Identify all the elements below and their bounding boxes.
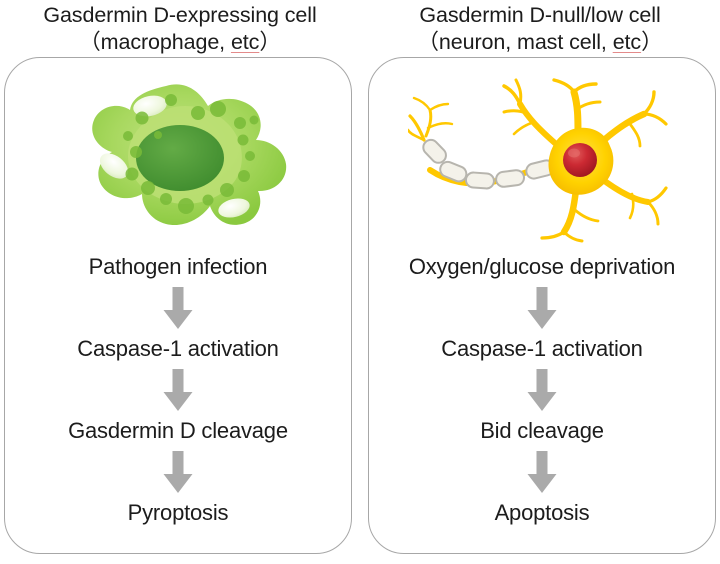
neuron-nucleus xyxy=(563,143,597,177)
panel-gasdermin-d-expressing: Pathogen infection Caspase-1 activation … xyxy=(4,57,352,554)
column-header-right-line2-open: （neuron, mast cell, xyxy=(417,30,613,54)
flow-arrow xyxy=(163,362,193,418)
down-arrow-icon xyxy=(163,451,193,493)
flow-step: Caspase-1 activation xyxy=(441,336,643,361)
down-arrow-icon xyxy=(527,451,557,493)
column-header-right-line2-close: ） xyxy=(641,30,663,54)
macrophage-cell-icon xyxy=(92,84,287,226)
flow-right: Oxygen/glucose deprivation Caspase-1 act… xyxy=(369,254,715,526)
down-arrow-icon xyxy=(163,369,193,411)
column-header-left-line2: （macrophage, etc） xyxy=(0,29,360,56)
flow-arrow xyxy=(163,280,193,336)
flow-step: Bid cleavage xyxy=(480,418,604,443)
panel-gasdermin-d-null-low: Oxygen/glucose deprivation Caspase-1 act… xyxy=(368,57,716,554)
down-arrow-icon xyxy=(527,369,557,411)
neuron-nucleus-highlight xyxy=(568,148,580,158)
flow-step: Pathogen infection xyxy=(88,254,268,279)
macrophage-granules xyxy=(123,94,259,214)
flow-step: Gasdermin D cleavage xyxy=(68,418,288,443)
column-header-right-line2: （neuron, mast cell, etc） xyxy=(360,29,720,56)
neuron-axon-myelin xyxy=(408,96,557,190)
flow-arrow xyxy=(163,444,193,500)
flow-left: Pathogen infection Caspase-1 activation … xyxy=(5,254,351,526)
down-arrow-icon xyxy=(527,287,557,329)
column-header-left-line2-open: （macrophage, xyxy=(79,30,231,54)
neuron-dendrites xyxy=(502,78,668,243)
neuron-cell-icon xyxy=(408,78,668,243)
macrophage-nucleus xyxy=(136,125,224,191)
flow-step: Apoptosis xyxy=(494,500,590,525)
column-header-left-etc: etc xyxy=(230,30,260,54)
column-header-right: Gasdermin D-null/low cell （neuron, mast … xyxy=(360,0,720,56)
flow-arrow xyxy=(527,362,557,418)
macrophage-illustration xyxy=(5,78,351,250)
flow-step: Pyroptosis xyxy=(127,500,229,525)
flow-step: Caspase-1 activation xyxy=(77,336,279,361)
column-header-right-etc: etc xyxy=(612,30,642,54)
macrophage-vacuole xyxy=(133,95,167,117)
column-header-left-line1: Gasdermin D-expressing cell xyxy=(43,3,317,27)
neuron-illustration xyxy=(369,78,715,250)
flow-arrow xyxy=(527,444,557,500)
column-header-right-line1: Gasdermin D-null/low cell xyxy=(419,3,661,27)
flow-arrow xyxy=(527,280,557,336)
flow-step: Oxygen/glucose deprivation xyxy=(408,254,676,279)
macrophage-vacuole xyxy=(99,153,129,179)
column-header-left: Gasdermin D-expressing cell （macrophage,… xyxy=(0,0,360,56)
macrophage-vacuole xyxy=(218,198,250,218)
column-header-left-line2-close: ） xyxy=(259,30,281,54)
down-arrow-icon xyxy=(163,287,193,329)
